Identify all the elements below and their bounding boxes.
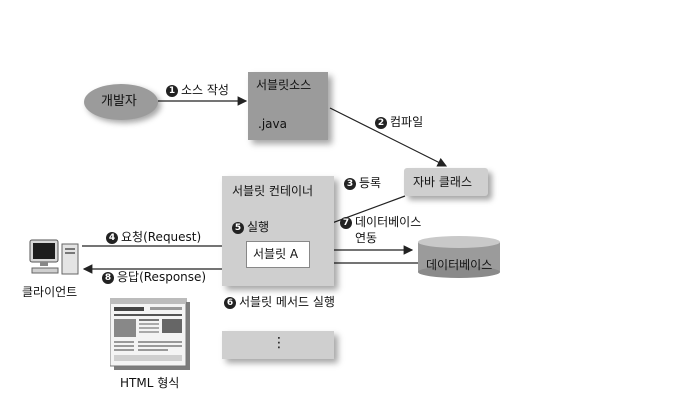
developer-node xyxy=(84,84,158,120)
java-class-box xyxy=(404,168,488,196)
arrow-compile xyxy=(329,107,448,167)
servlet-source-ext: .java xyxy=(258,117,287,131)
servlet-a-label: 서블릿 A xyxy=(253,247,299,261)
java-class-label: 자바 클래스 xyxy=(413,175,473,189)
servlet-container-title: 서블릿 컨테이너 xyxy=(232,184,314,198)
more-servlets-box xyxy=(222,331,334,359)
html-document-thumbnail xyxy=(110,298,190,370)
client-label: 클라이언트 xyxy=(22,285,78,299)
database-cylinder xyxy=(418,236,500,278)
database-label: 데이터베이스 xyxy=(426,258,493,272)
servlet-a-box xyxy=(246,241,310,268)
servlet-source-title: 서블릿소스 xyxy=(256,78,312,92)
computer-icon xyxy=(29,239,79,275)
servlet-source-box xyxy=(248,72,328,140)
html-format-caption: HTML 형식 xyxy=(120,376,180,390)
step-7-label-line2: 연동 xyxy=(355,231,378,245)
developer-label: 개발자 xyxy=(101,94,137,109)
ellipsis-label: ⋮ xyxy=(272,335,286,351)
